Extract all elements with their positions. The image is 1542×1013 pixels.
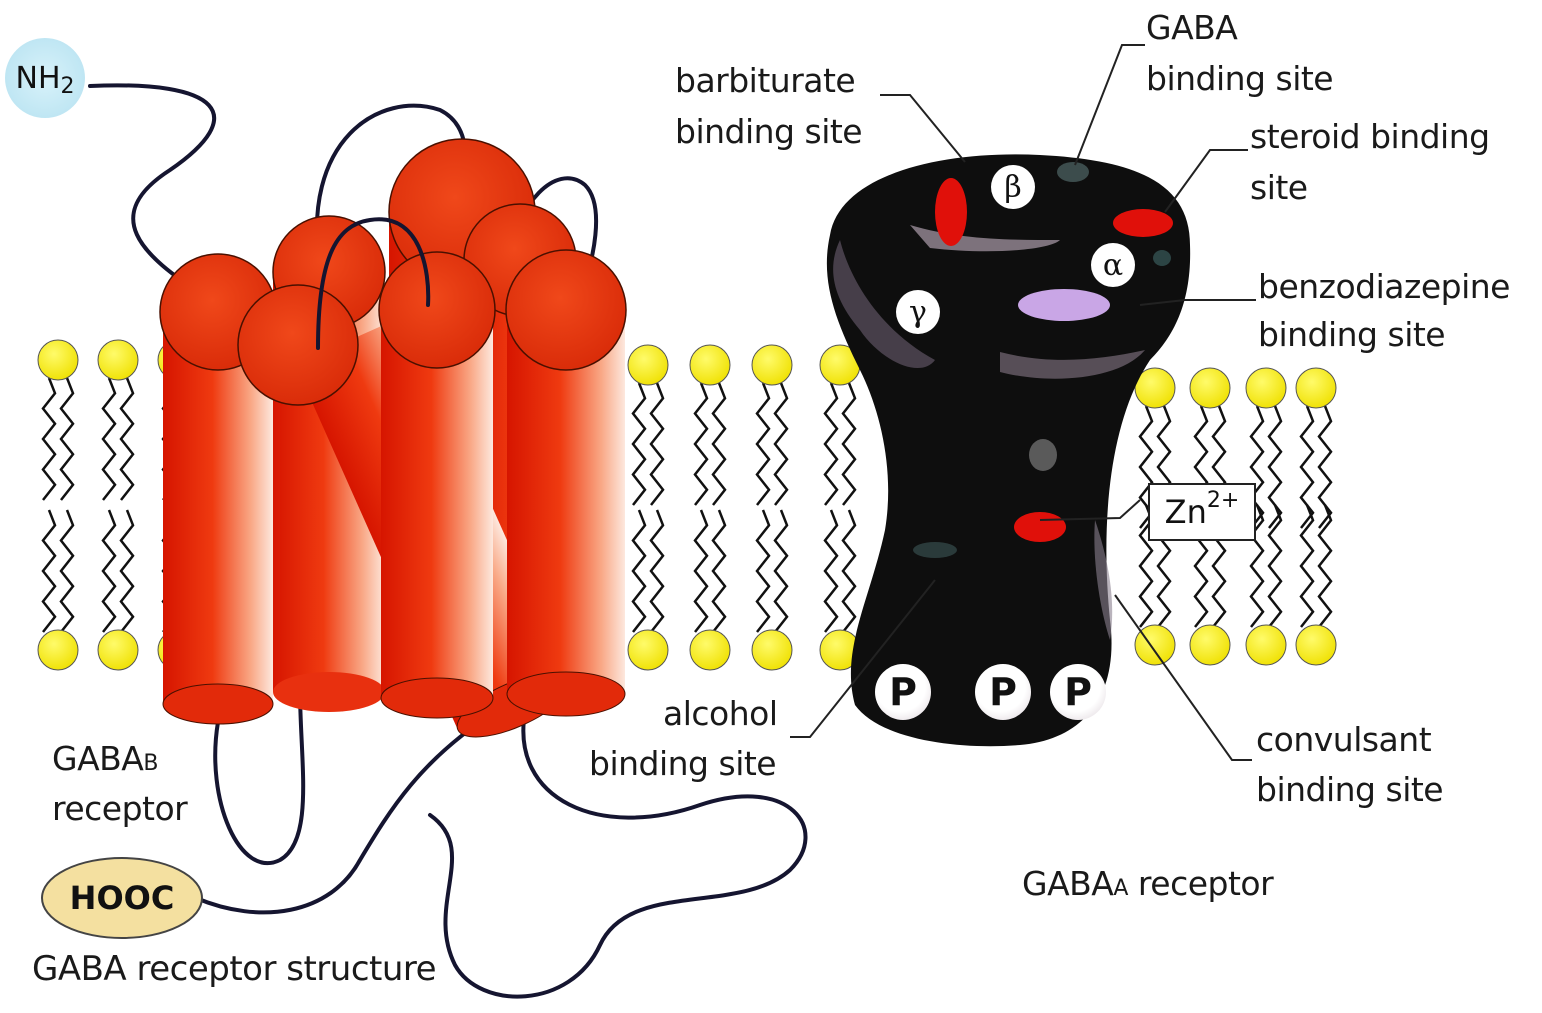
gaba-b-receptor [160,139,626,750]
barbiturate-site-marker [935,178,967,246]
convulsant-label-line1: convulsant [1256,716,1431,764]
phosphate-site-2: P [975,664,1031,720]
convulsant-label-line2: binding site [1256,766,1443,814]
zn-text: Zn [1165,493,1207,531]
benzodiazepine-site-marker [1018,289,1110,321]
nh2-subscript: 2 [61,74,75,99]
lipid-molecule [820,345,860,670]
steroid-label-line1: steroid binding [1250,113,1490,161]
gaba-a-main: GABA [1022,864,1113,903]
gaba-b-receptor-label: GABAB [52,735,158,788]
barbiturate-label-line1: barbiturate [675,57,855,105]
lipid-molecule [752,345,792,670]
helix-7 [506,250,626,716]
phosphate-site-3: P [1050,664,1106,720]
gaba-a-sub: A [1113,876,1128,901]
lipid-molecule [38,340,78,670]
gaba-site-label-line1: GABA [1146,4,1237,52]
nh2-text: NH [16,61,61,96]
lipid-molecule [690,345,730,670]
gaba-b-sub: B [143,751,158,776]
figure-caption: GABA receptor structure [32,945,436,993]
steroid-label-line2: site [1250,164,1308,212]
gaba-a-receptor-label: GABAA receptor [1022,860,1273,913]
alcohol-label-line2: binding site [589,740,776,788]
benzodiazepine-label-line2: binding site [1258,311,1445,359]
gaba-site-label-line2: binding site [1146,55,1333,103]
gamma-subunit-label: γ [896,290,940,334]
alpha-subunit-label: α [1091,243,1135,287]
gaba-b-receptor-line2: receptor [52,785,187,833]
phosphate-site-1: P [875,664,931,720]
barbiturate-label-line2: binding site [675,108,862,156]
zn-superscript: 2+ [1207,488,1239,513]
alcohol-label-line1: alcohol [663,690,778,738]
benzodiazepine-label-line1: benzodiazepine [1258,263,1510,311]
hooc-label: HOOC [42,876,202,920]
gaba-b-main: GABA [52,739,143,778]
channel-site-marker [1014,512,1066,542]
lipid-molecule [1296,368,1336,665]
gaba-a-receptor [827,154,1190,746]
gaba-a-rest: receptor [1128,864,1273,903]
steroid-site-marker [1113,209,1173,237]
lipid-molecule [628,345,668,670]
beta-subunit-label: β [991,165,1035,209]
helix-2 [379,252,495,718]
lipid-molecule [98,340,138,670]
